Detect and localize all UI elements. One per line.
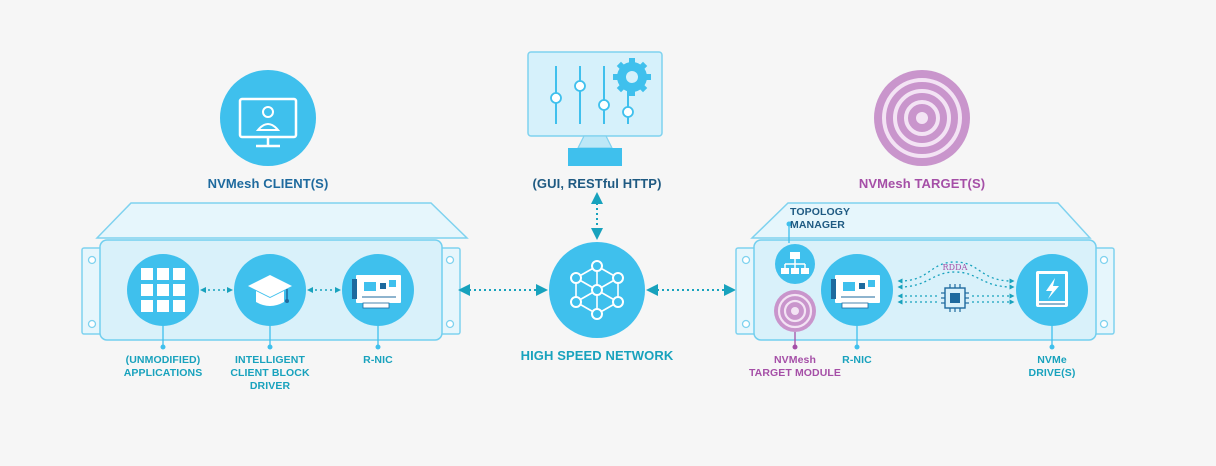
topology-hierarchy-icon — [775, 221, 815, 284]
target-network-card-icon — [821, 254, 893, 350]
target-module-rings-icon — [774, 290, 816, 350]
target-rings-icon — [874, 70, 970, 166]
nvme-drive-label: NVMe DRIVE(S) — [1028, 354, 1076, 379]
nvme-drive-icon — [1016, 254, 1088, 350]
rdda-label: RDDA — [942, 263, 968, 272]
cpu-chip-icon — [941, 284, 969, 312]
topology-manager-label: TOPOLOGY MANAGER — [790, 206, 851, 231]
gear-icon — [613, 58, 651, 96]
applications-label: (UNMODIFIED) APPLICATIONS — [123, 354, 203, 379]
rdda-path — [897, 261, 1015, 305]
target-title: NVMesh TARGET(S) — [858, 176, 986, 191]
client-label-leaders — [160, 326, 381, 350]
graduation-cap-icon — [234, 254, 306, 326]
target-rnic-label: R-NIC — [842, 354, 872, 366]
client-block-driver-label: INTELLIGENT CLIENT BLOCK DRIVER — [230, 354, 310, 392]
target-module-label: NVMesh TARGET MODULE — [748, 354, 842, 379]
management-monitor-icon — [527, 51, 663, 166]
applications-grid-icon — [127, 254, 199, 326]
client-computer-icon — [220, 70, 316, 166]
management-label: (GUI, RESTful HTTP) — [532, 176, 662, 191]
network-label: HIGH SPEED NETWORK — [520, 348, 674, 363]
network-card-icon — [342, 254, 414, 326]
client-rnic-label: R-NIC — [363, 354, 393, 366]
mesh-network-icon — [549, 242, 645, 338]
client-title: NVMesh CLIENT(S) — [207, 176, 329, 191]
